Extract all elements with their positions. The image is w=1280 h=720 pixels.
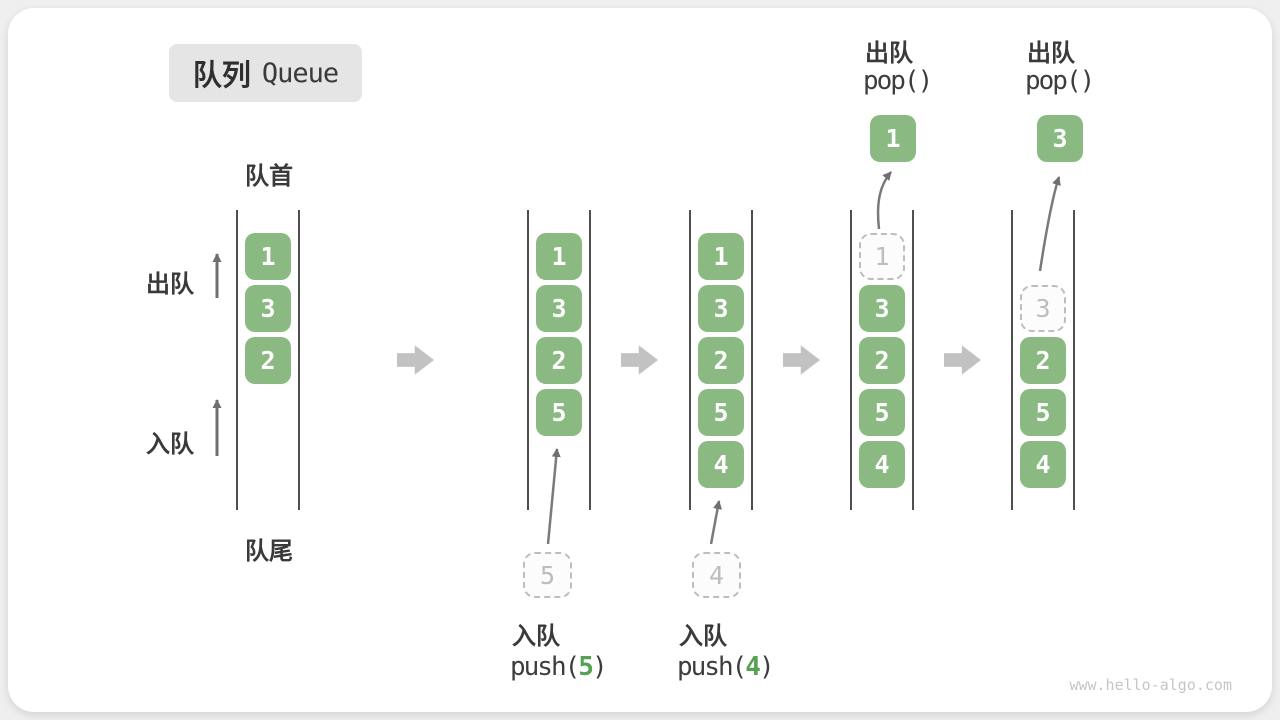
code-fragment: )	[758, 652, 775, 682]
enqueue-caption-code: push(5)	[510, 652, 608, 682]
dequeue-caption-code: pop()	[863, 66, 933, 96]
queue-item: 5	[536, 389, 582, 436]
queue-item: 2	[536, 337, 582, 384]
pushed-value: 4	[745, 652, 761, 682]
queue-item: 5	[859, 389, 905, 436]
queue-item: 2	[245, 337, 291, 384]
queue-front-label: 队首	[245, 163, 293, 190]
queue-container	[1011, 210, 1075, 510]
dequeue-side-label: 出队	[146, 271, 194, 298]
enqueue-caption-code: push(4)	[677, 652, 775, 682]
pop1-arrow	[876, 171, 892, 230]
queue-container	[850, 210, 914, 510]
queue-item: 5	[1020, 389, 1066, 436]
pushed-value: 5	[578, 652, 594, 682]
popped-item: 1	[870, 115, 916, 162]
title-en: Queue	[261, 57, 339, 89]
queue-item: 4	[1020, 441, 1066, 488]
watermark: www.hello-algo.com	[1069, 676, 1232, 694]
dequeue-caption-label: 出队	[865, 40, 913, 67]
queue-rear-label: 队尾	[245, 538, 293, 565]
push4-arrow	[709, 500, 722, 545]
pop3-arrow	[1038, 176, 1061, 272]
queue-container	[527, 210, 591, 510]
queue-item: 3	[245, 285, 291, 332]
code-fragment: push(	[510, 652, 580, 682]
code-fragment: )	[591, 652, 608, 682]
enqueue-side-label: 入队	[146, 431, 194, 458]
queue-item: 2	[1020, 337, 1066, 384]
queue-item: 2	[859, 337, 905, 384]
queue-item: 1	[536, 233, 582, 280]
queue-item-dashed: 1	[859, 233, 905, 280]
enqueue-caption-label: 入队	[512, 623, 560, 650]
queue-item: 2	[698, 337, 744, 384]
push5-arrow	[546, 448, 561, 545]
title-zh: 队列	[192, 60, 251, 92]
title-badge: 队列 Queue	[169, 44, 362, 102]
queue-item: 3	[536, 285, 582, 332]
staging-item: 5	[523, 552, 572, 598]
queue-item: 3	[859, 285, 905, 332]
staging-item: 4	[692, 552, 741, 598]
enqueue-caption-label: 入队	[679, 623, 727, 650]
code-fragment: push(	[677, 652, 747, 682]
queue-item: 4	[859, 441, 905, 488]
queue-item: 1	[698, 233, 744, 280]
queue-item: 1	[245, 233, 291, 280]
queue-item: 5	[698, 389, 744, 436]
dequeue-caption-label: 出队	[1027, 40, 1075, 67]
queue-item: 3	[698, 285, 744, 332]
queue-container	[689, 210, 753, 510]
queue-container	[236, 210, 300, 510]
queue-item-dashed: 3	[1020, 285, 1066, 332]
queue-item: 4	[698, 441, 744, 488]
popped-item: 3	[1037, 115, 1083, 162]
dequeue-caption-code: pop()	[1025, 66, 1095, 96]
